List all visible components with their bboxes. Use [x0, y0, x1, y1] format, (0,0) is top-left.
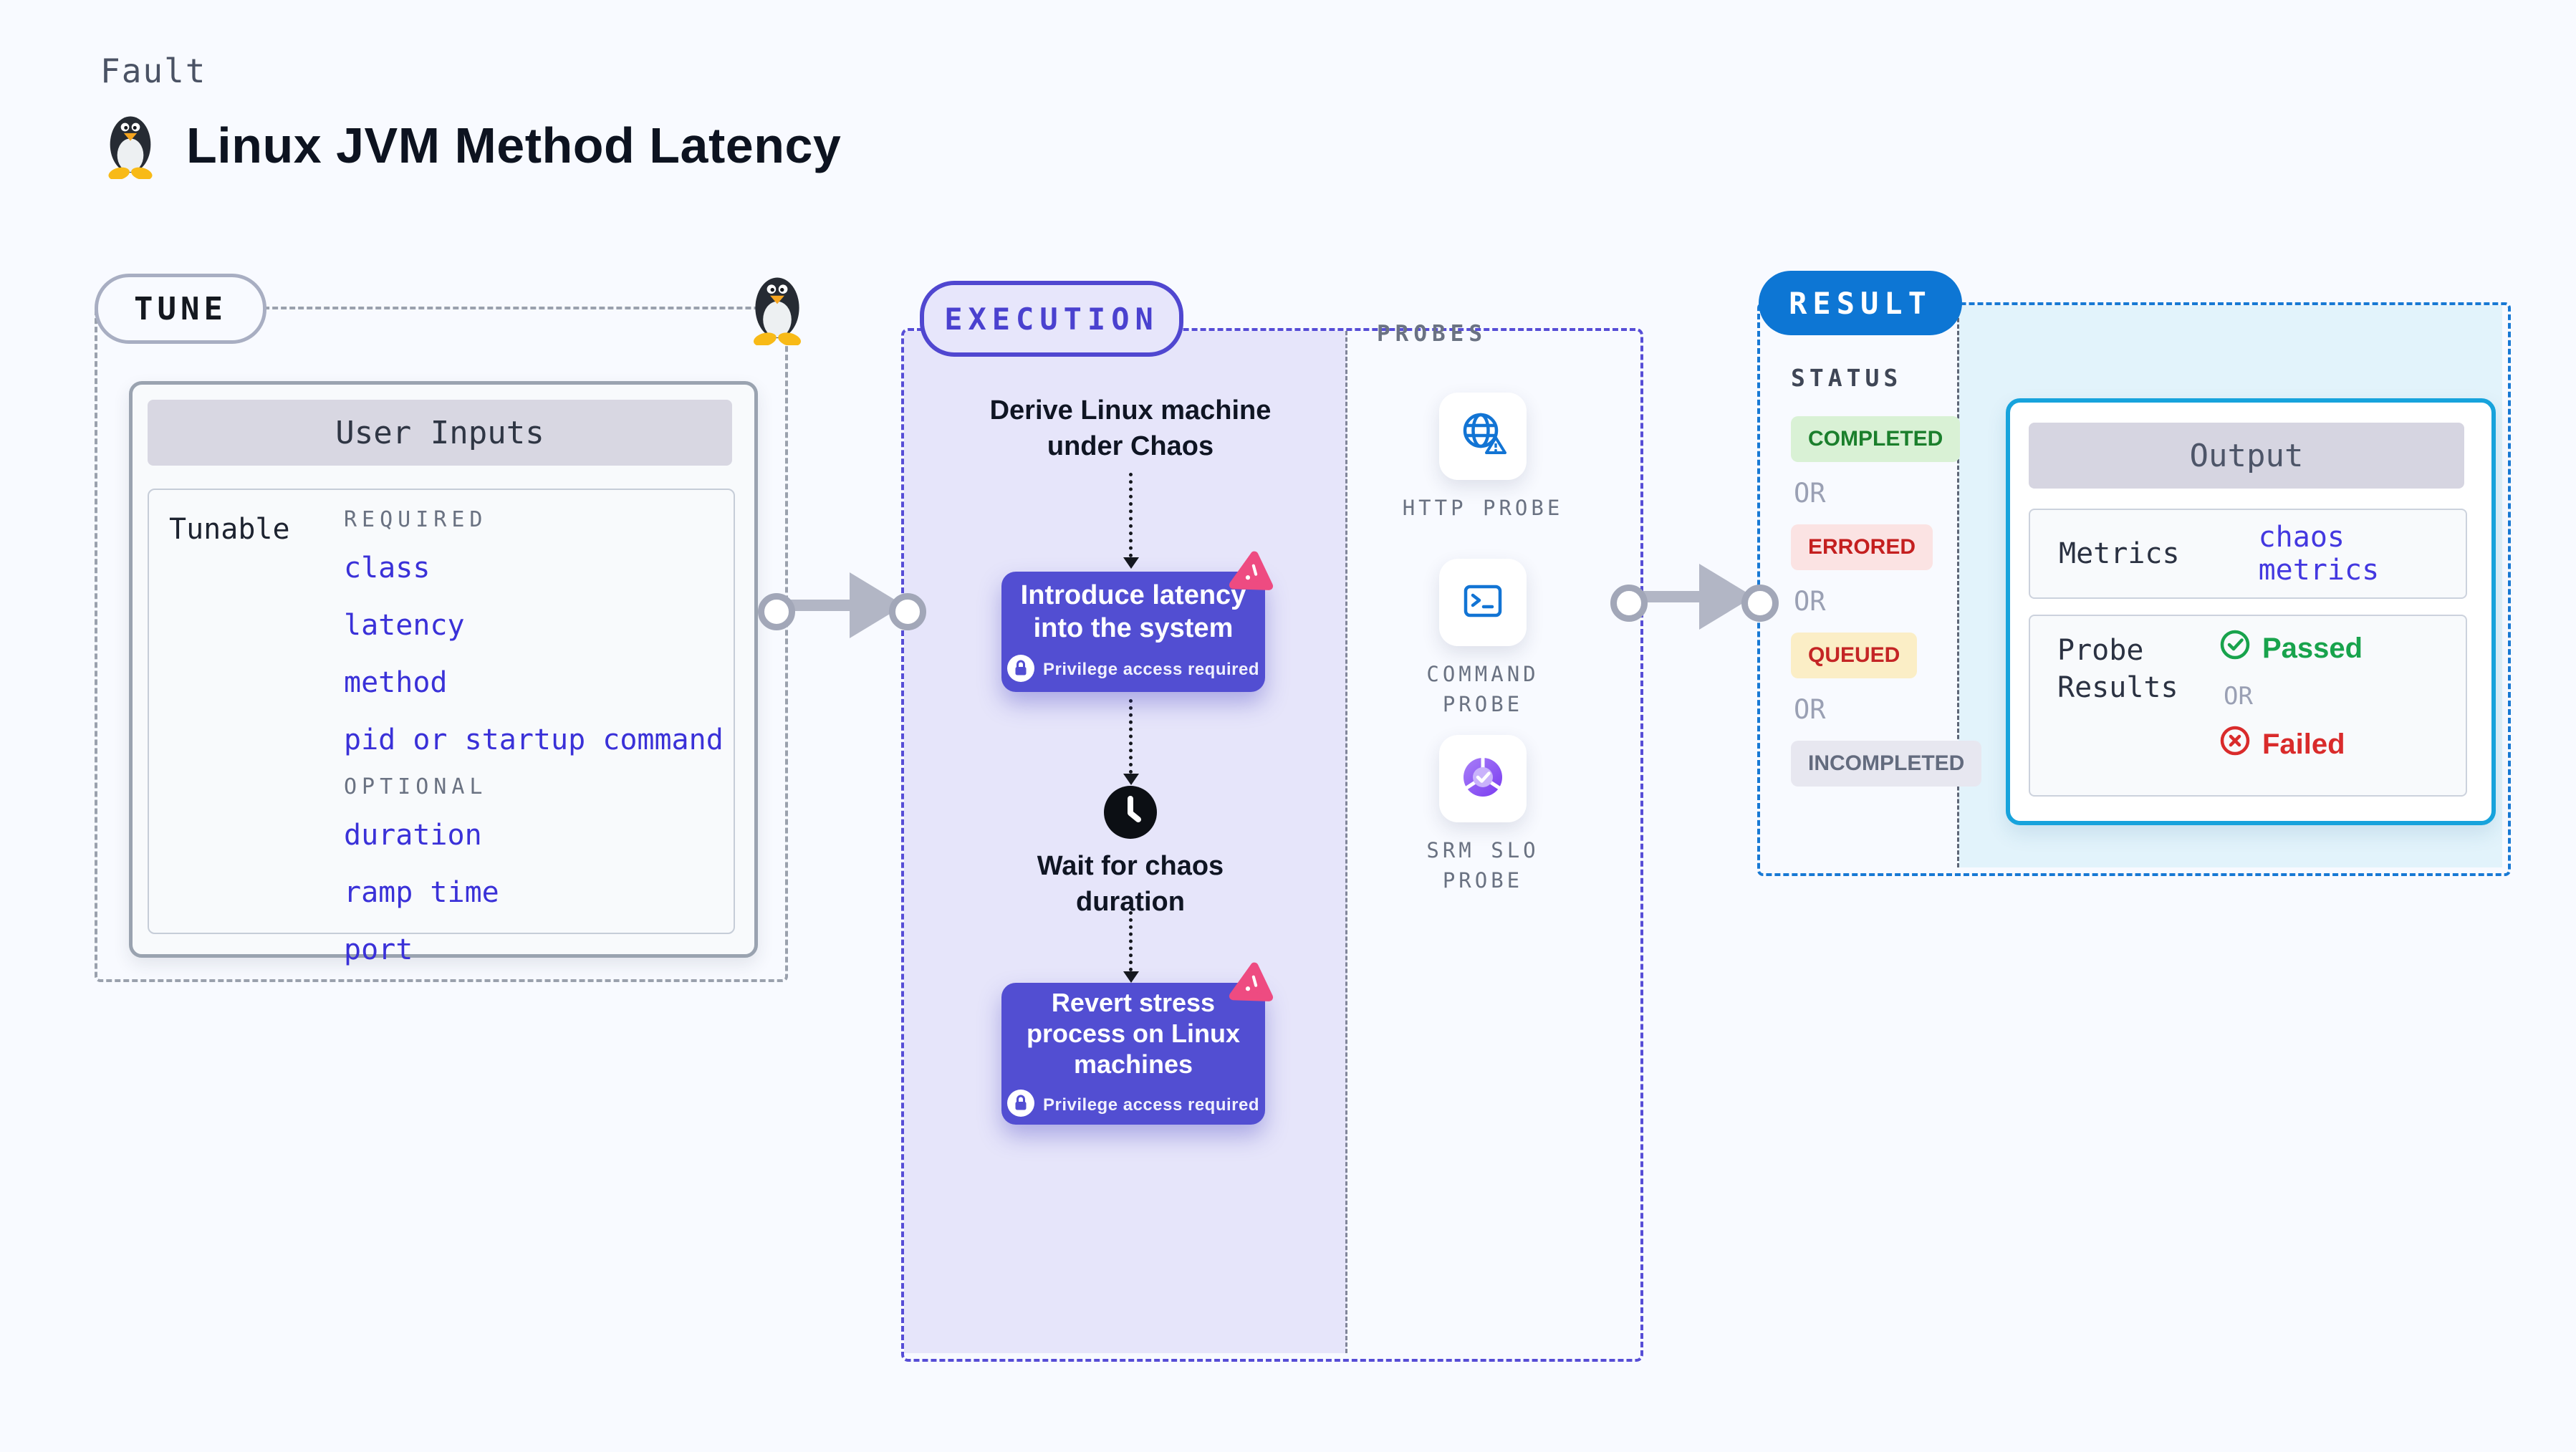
connector-node: [1741, 585, 1779, 622]
connector-node: [758, 593, 795, 630]
required-heading: REQUIRED: [344, 507, 488, 532]
flow-connector: [1129, 699, 1133, 774]
action-introduce-latency-label: Introduce latency into the system: [1020, 580, 1246, 643]
probe-card: [1439, 559, 1527, 646]
tunable-link-port[interactable]: port: [344, 933, 413, 966]
chaos-knot-icon: [1226, 958, 1280, 1012]
lock-icon: [1007, 1090, 1034, 1120]
or-label: OR: [1794, 586, 1826, 617]
status-column: STATUS COMPLETED OR ERRORED OR QUEUED OR…: [1791, 364, 1982, 787]
flow-connector-arrowhead: [1123, 557, 1139, 569]
probe-card: [1439, 735, 1527, 822]
flow-connector-arrowhead: [1123, 971, 1139, 983]
probe-command: COMMAND PROBE: [1397, 559, 1569, 719]
action-revert-stress-label: Revert stress process on Linux machines: [1026, 988, 1241, 1079]
tunable-link-method[interactable]: method: [344, 666, 448, 699]
metrics-label: Metrics: [2059, 537, 2180, 570]
probe-results-values: Passed OR Failed: [2219, 629, 2363, 764]
status-badge-incompleted: INCOMPLETED: [1791, 741, 1982, 787]
user-inputs-title: User Inputs: [148, 400, 732, 466]
optional-heading: OPTIONAL: [344, 774, 488, 799]
or-label: OR: [2224, 682, 2253, 711]
status-badge-queued: QUEUED: [1791, 633, 1918, 678]
failed-result: Failed: [2219, 725, 2363, 764]
probe-http: HTTP PROBE: [1397, 393, 1569, 523]
privilege-row: Privilege access required: [1007, 654, 1259, 686]
probe-card: [1439, 393, 1527, 480]
flow-connector: [1129, 911, 1133, 971]
status-badge-completed: COMPLETED: [1791, 416, 1961, 462]
or-label: OR: [1794, 694, 1826, 725]
connector-node: [889, 593, 926, 630]
page-title-row: Linux JVM Method Latency: [100, 107, 841, 183]
flow-connector: [1129, 473, 1133, 557]
or-label: OR: [1794, 478, 1826, 509]
connector-node: [1610, 585, 1648, 622]
tunable-panel: [148, 489, 735, 934]
page-title: Linux JVM Method Latency: [186, 117, 842, 173]
passed-label: Passed: [2262, 632, 2363, 664]
globe-alert-icon: [1456, 408, 1509, 465]
tune-to-execution-arrow: [778, 600, 855, 611]
output-title: Output: [2029, 423, 2464, 489]
execution-group-box: [901, 328, 1643, 1362]
metrics-row: Metrics chaos metrics: [2029, 509, 2467, 599]
probe-srm-slo: SRM SLO PROBE: [1397, 735, 1569, 895]
failed-label: Failed: [2262, 728, 2345, 760]
execution-fill: [904, 331, 1347, 1353]
tune-group-box: [95, 307, 788, 982]
status-heading: STATUS: [1791, 364, 1903, 392]
probe-results-label: Probe Results: [2057, 634, 2178, 704]
probes-divider: [1345, 331, 1347, 1353]
tunable-link-duration[interactable]: duration: [344, 819, 482, 852]
tune-badge: TUNE: [95, 274, 266, 344]
slo-donut-icon: [1456, 751, 1509, 807]
linux-tux-corner-icon: [745, 268, 809, 349]
privilege-note: Privilege access required: [1043, 1095, 1259, 1115]
probe-name: SRM SLO PROBE: [1426, 838, 1539, 893]
execution-to-result-arrow: [1630, 591, 1705, 602]
chaos-knot-icon: [1226, 547, 1280, 601]
tunable-link-ramp-time[interactable]: ramp time: [344, 876, 499, 909]
result-divider: [1957, 305, 1959, 867]
passed-result: Passed: [2219, 629, 2363, 668]
tunable-fields: REQUIRED class latency method pid or sta…: [344, 501, 724, 979]
tunable-row-label: Tunable: [169, 513, 290, 546]
metrics-value-link[interactable]: chaos metrics: [2258, 521, 2380, 587]
status-badge-errored: ERRORED: [1791, 524, 1933, 570]
x-circle-icon: [2219, 725, 2251, 764]
privilege-note: Privilege access required: [1043, 660, 1259, 679]
probe-name: COMMAND PROBE: [1426, 662, 1539, 716]
tunable-link-latency[interactable]: latency: [344, 609, 465, 642]
action-introduce-latency: Introduce latency into the system Privil…: [1001, 572, 1265, 692]
action-revert-stress: Revert stress process on Linux machines …: [1001, 983, 1265, 1125]
tunable-link-class[interactable]: class: [344, 552, 431, 585]
probe-name: HTTP PROBE: [1402, 496, 1564, 520]
step-wait-duration: Wait for chaos duration: [1037, 851, 1224, 917]
lock-icon: [1007, 654, 1034, 686]
privilege-row: Privilege access required: [1007, 1090, 1259, 1120]
flow-connector-arrowhead: [1123, 774, 1139, 785]
check-circle-icon: [2219, 629, 2251, 668]
step-derive-machine: Derive Linux machine under Chaos: [989, 395, 1272, 461]
probes-heading: PROBES: [1377, 321, 1487, 347]
terminal-icon: [1456, 574, 1509, 631]
fault-eyebrow: Fault: [100, 52, 207, 90]
tunable-link-pid-or-startup-command[interactable]: pid or startup command: [344, 723, 724, 756]
clock-icon: [1103, 785, 1158, 843]
result-badge: RESULT: [1759, 271, 1962, 335]
execution-badge: EXECUTION: [920, 281, 1183, 357]
linux-tux-icon: [100, 107, 160, 183]
